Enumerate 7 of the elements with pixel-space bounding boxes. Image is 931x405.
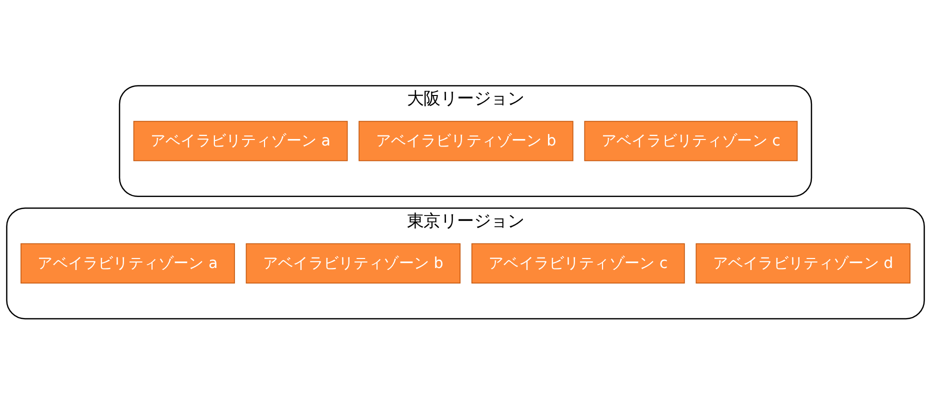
node-box: アベイラビリティゾーン a [20,244,235,284]
node-box: アベイラビリティゾーン c [584,121,798,162]
node-box: アベイラビリティゾーン a [133,121,348,162]
node-box: アベイラビリティゾーン b [358,121,574,162]
node-box: アベイラビリティゾーン d [696,244,910,284]
node-box: アベイラビリティゾーン b [246,244,461,284]
node-box: アベイラビリティゾーン c [471,244,685,284]
